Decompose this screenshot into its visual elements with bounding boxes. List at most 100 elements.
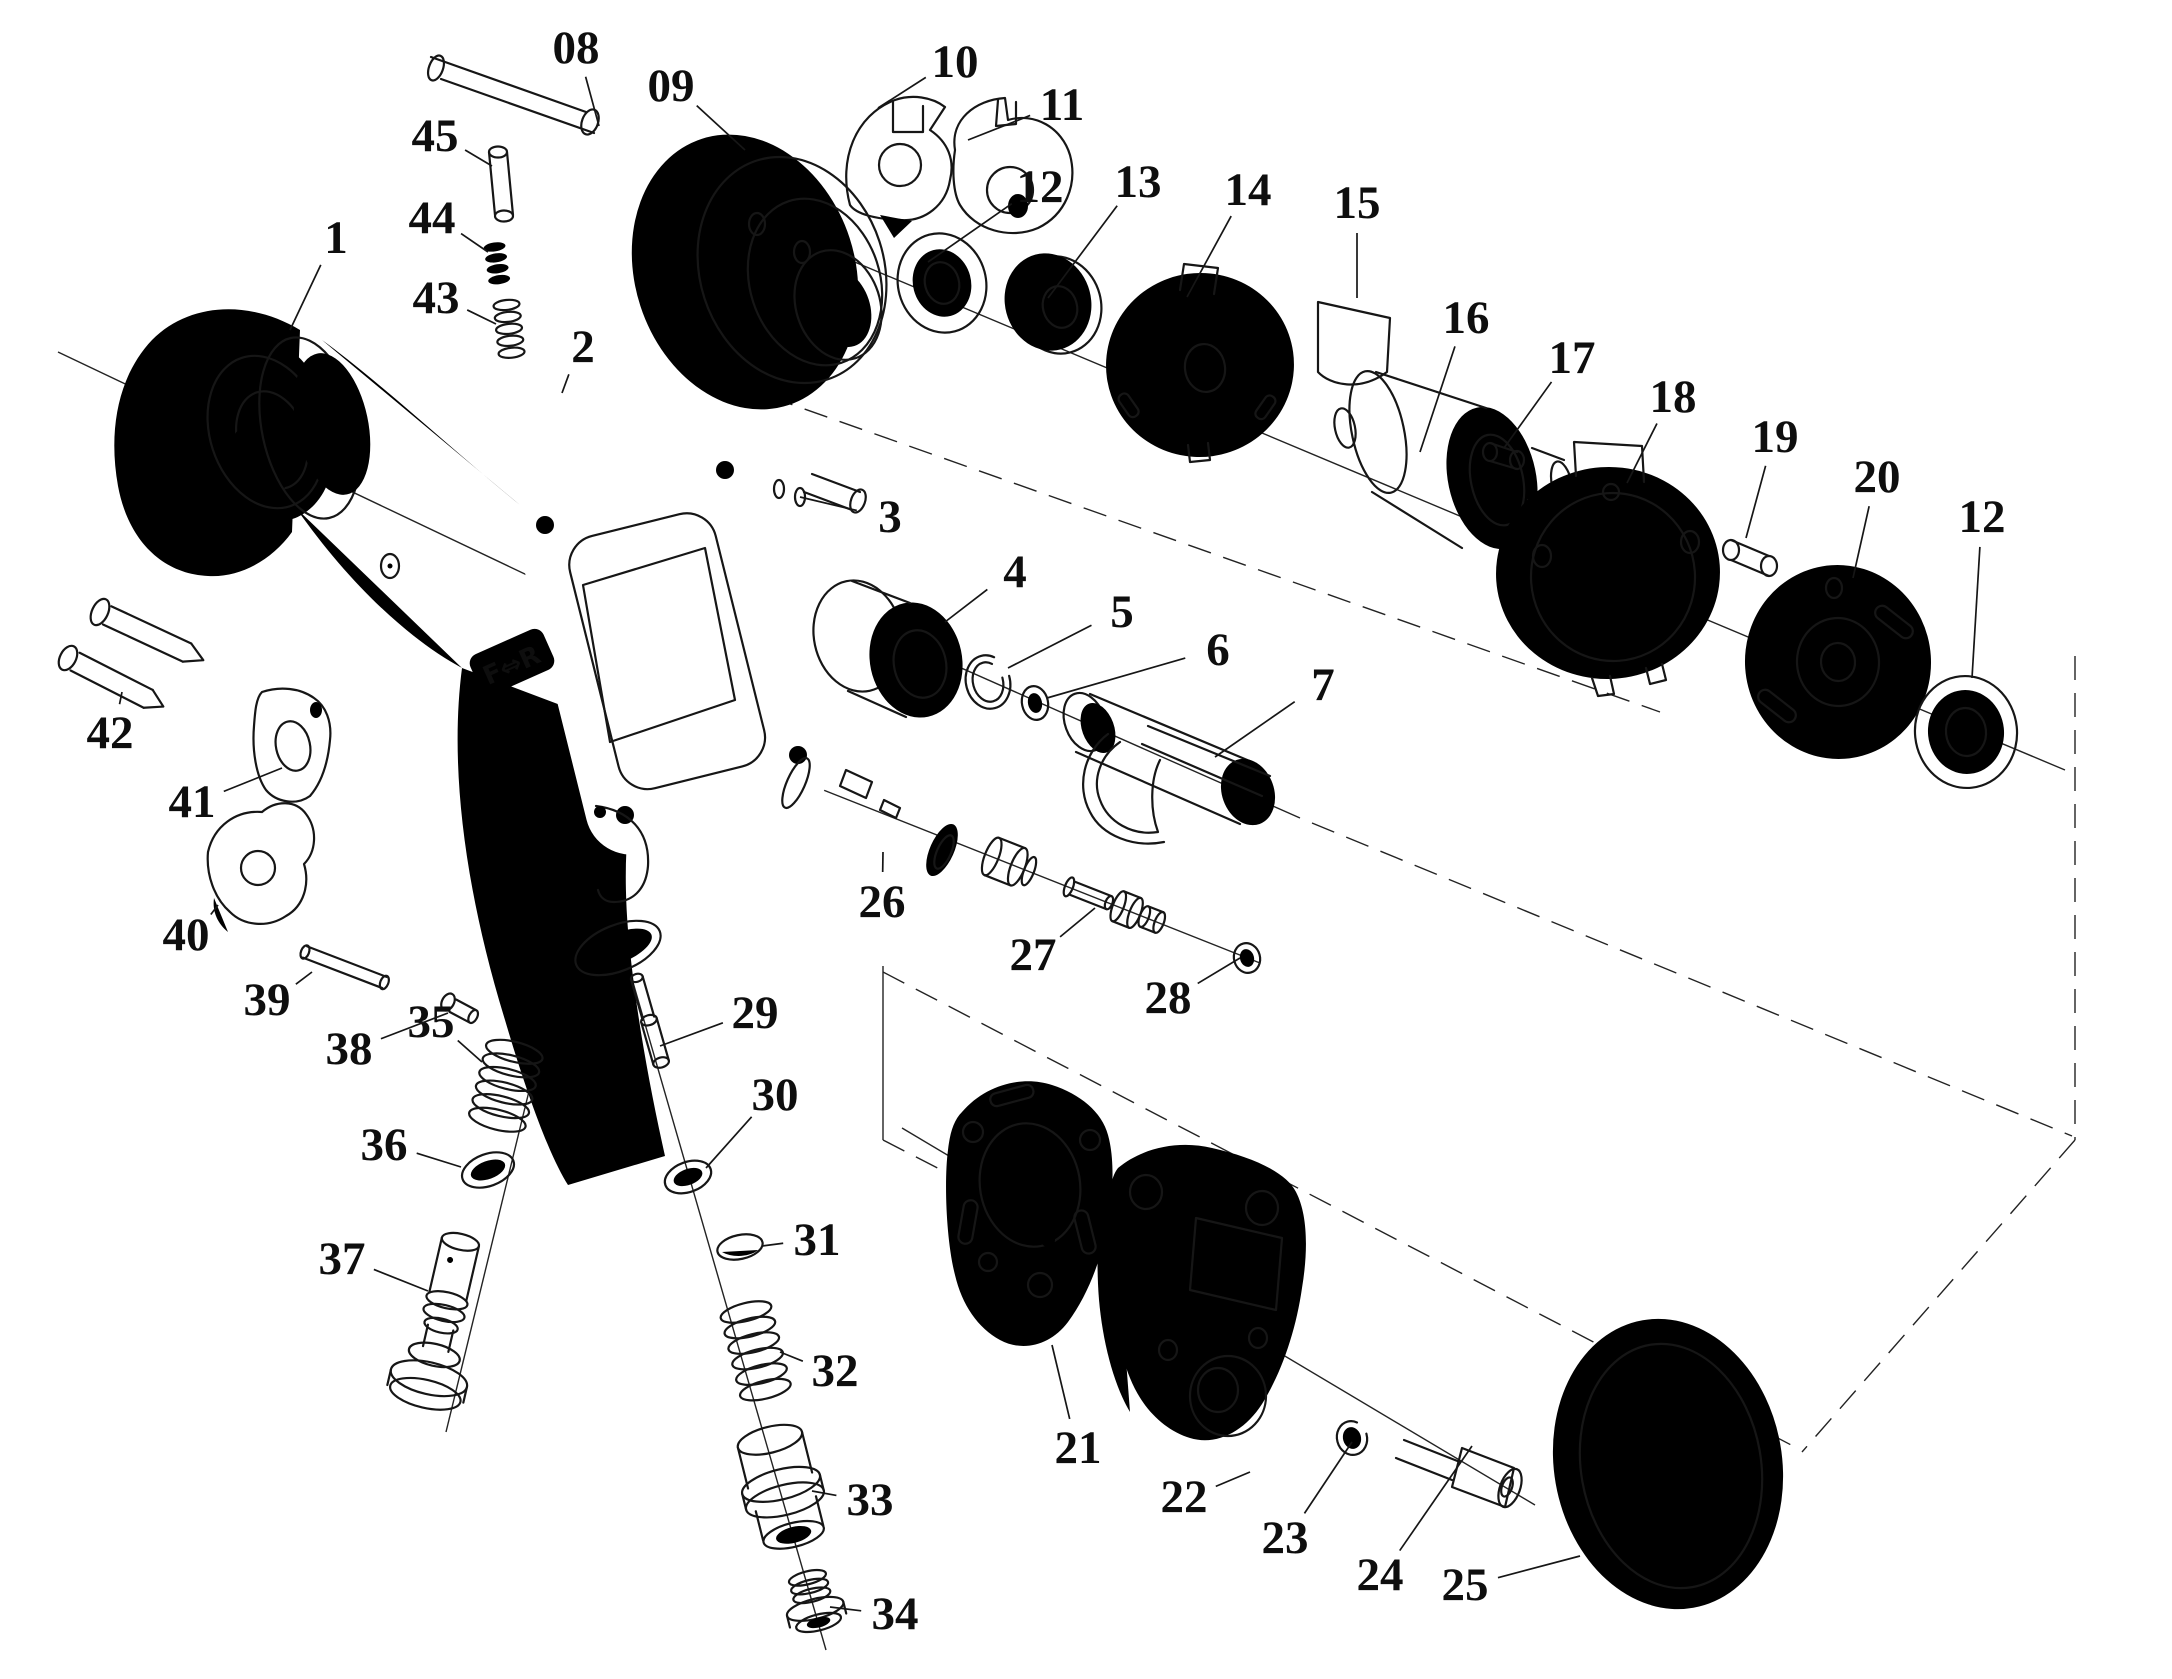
part-number-31-31: 31 [794, 1214, 841, 1266]
part-21-gasket [946, 1081, 1113, 1346]
part-number-40-40: 40 [163, 909, 210, 961]
part-label-30-30: 30 [705, 1069, 799, 1169]
part-label-4-3: 4 [944, 546, 1027, 623]
part-6-o-ring [1020, 685, 1050, 721]
part-28-o-ring [1232, 942, 1262, 974]
part-20-end-plate [1744, 565, 1932, 759]
part-number-38-38: 38 [326, 1023, 373, 1075]
part-number-25-25: 25 [1442, 1559, 1489, 1611]
part-label-32-32: 32 [779, 1345, 859, 1397]
part-label-16-15: 16 [1419, 292, 1490, 453]
part-label-23-23: 23 [1262, 1441, 1353, 1564]
leader-line-37-37 [373, 1268, 429, 1292]
leader-line-38-38 [380, 1012, 449, 1040]
part-number-26-26: 26 [859, 876, 906, 928]
leader-line-5-4 [1007, 624, 1092, 669]
part-label-18-17: 18 [1626, 371, 1697, 484]
part-12-bearing-right [1913, 674, 2019, 790]
part-label-20-19: 20 [1852, 451, 1901, 579]
part-number-43-43: 43 [413, 272, 460, 324]
leader-line-41-41 [223, 767, 283, 793]
part-label-43-43: 43 [413, 272, 497, 325]
part-number-44-44: 44 [409, 192, 456, 244]
part-27-valve-stack [980, 836, 1167, 934]
part-label-21-21: 21 [1051, 1344, 1102, 1474]
part-23-ring [1335, 1420, 1369, 1456]
part-number-13-12: 13 [1115, 156, 1162, 208]
part-label-44-44: 44 [409, 192, 489, 253]
part-15-blade [1316, 300, 1392, 386]
leader-line-12-20 [1971, 546, 1981, 679]
part-label-1-0: 1 [289, 212, 348, 331]
part-number-42-42: 42 [87, 707, 134, 759]
part-2-housing: F⇔R [258, 336, 829, 1185]
leader-line-42-42 [118, 691, 123, 705]
leader-line-33-33 [811, 1490, 837, 1497]
part-label-36-36: 36 [361, 1119, 462, 1171]
leader-line-1-0 [289, 264, 322, 331]
part-number-36-36: 36 [361, 1119, 408, 1171]
part-18-cam-ring [1496, 440, 1720, 698]
part-40-knob [206, 802, 316, 932]
part-number-5-4: 5 [1110, 586, 1134, 638]
leader-line-43-43 [466, 309, 497, 325]
part-26-cylinder [781, 756, 958, 877]
leader-line-11-10 [967, 114, 1031, 141]
part-17-pin [1481, 441, 1526, 471]
part-24-screw [1394, 1438, 1523, 1509]
part-number-30-30: 30 [752, 1069, 799, 1121]
leader-line-39-39 [295, 971, 313, 985]
leader-line-30-30 [705, 1116, 753, 1169]
part-label-25-25: 25 [1442, 1555, 1581, 1611]
part-number-18-17: 18 [1650, 371, 1697, 423]
part-number-21-21: 21 [1055, 1422, 1102, 1474]
part-number-11-10: 11 [1040, 79, 1084, 131]
center-line-6 [445, 1045, 541, 1433]
part-29-pin [629, 972, 670, 1069]
leader-line-24-24 [1399, 1445, 1473, 1552]
part-number-14-13: 14 [1225, 164, 1272, 216]
part-number-6-5: 6 [1206, 624, 1230, 676]
part-label-40-40: 40 [163, 904, 219, 961]
part-label-29-29: 29 [659, 987, 779, 1047]
part-number-33-33: 33 [847, 1474, 894, 1526]
part-19-pin [1721, 538, 1779, 578]
part-number-28-28: 28 [1145, 972, 1192, 1024]
leader-line-2-1 [561, 373, 570, 394]
part-number-12-11: 12 [1017, 161, 1064, 213]
leader-line-20-19 [1852, 506, 1870, 579]
part-label-3-2: 3 [799, 491, 902, 543]
part-43-spring [492, 298, 526, 359]
part-label-19-18: 19 [1745, 411, 1799, 539]
part-number-32-32: 32 [812, 1345, 859, 1397]
leader-line-44-44 [460, 232, 489, 253]
part-number-2-1: 2 [571, 321, 595, 373]
part-label-39-39: 39 [244, 971, 313, 1026]
part-label-2-1: 2 [561, 321, 595, 394]
part-45-pin [487, 145, 515, 223]
leader-line-3-2 [799, 496, 858, 512]
part-number-09-8: 09 [648, 60, 695, 112]
part-number-23-23: 23 [1262, 1512, 1309, 1564]
part-09-front-housing [631, 134, 888, 410]
part-31-washer [716, 1233, 764, 1261]
part-number-12-20: 12 [1959, 491, 2006, 543]
part-13-washer [1004, 253, 1103, 355]
part-number-37-37: 37 [319, 1233, 366, 1285]
part-label-42-42: 42 [87, 691, 134, 759]
part-3-screw [772, 472, 867, 514]
leader-line-4-3 [944, 588, 988, 623]
leader-line-14-13 [1186, 215, 1232, 298]
part-label-7-6: 7 [1214, 659, 1335, 758]
part-label-11-10: 11 [967, 79, 1084, 141]
leader-line-7-6 [1214, 700, 1296, 758]
part-number-41-41: 41 [169, 776, 216, 828]
leader-line-16-15 [1419, 346, 1456, 453]
part-label-37-37: 37 [319, 1233, 429, 1292]
leader-line-34-34 [829, 1606, 862, 1612]
leader-line-22-22 [1215, 1471, 1251, 1488]
part-label-31-31: 31 [761, 1214, 841, 1266]
part-number-1-0: 1 [324, 212, 348, 264]
